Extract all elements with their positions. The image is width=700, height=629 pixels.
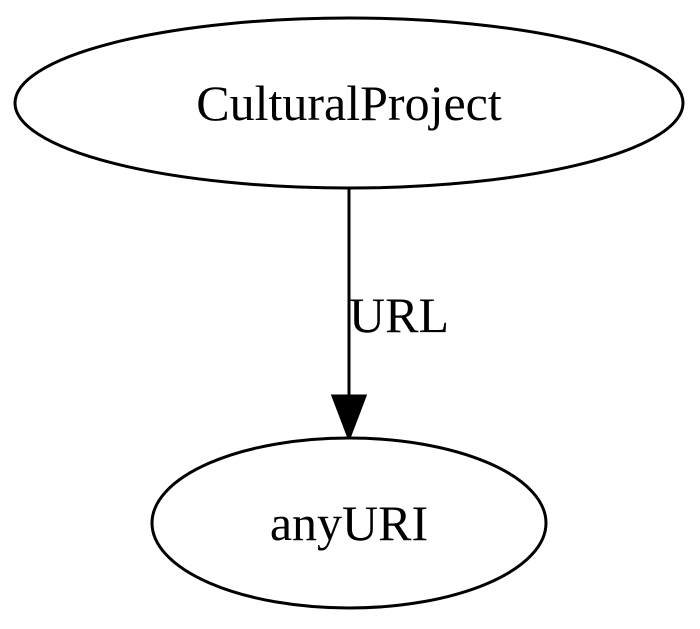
node-culturalproject-label: CulturalProject bbox=[196, 75, 502, 131]
node-anyuri: anyURI bbox=[150, 436, 548, 610]
node-anyuri-ellipse bbox=[150, 436, 548, 610]
edge-url-label: URL bbox=[349, 287, 449, 343]
node-culturalproject: CulturalProject bbox=[13, 16, 685, 190]
edge-url-arrowhead bbox=[330, 394, 368, 443]
node-anyuri-label: anyURI bbox=[270, 495, 428, 551]
edge-url: URL bbox=[330, 188, 449, 443]
